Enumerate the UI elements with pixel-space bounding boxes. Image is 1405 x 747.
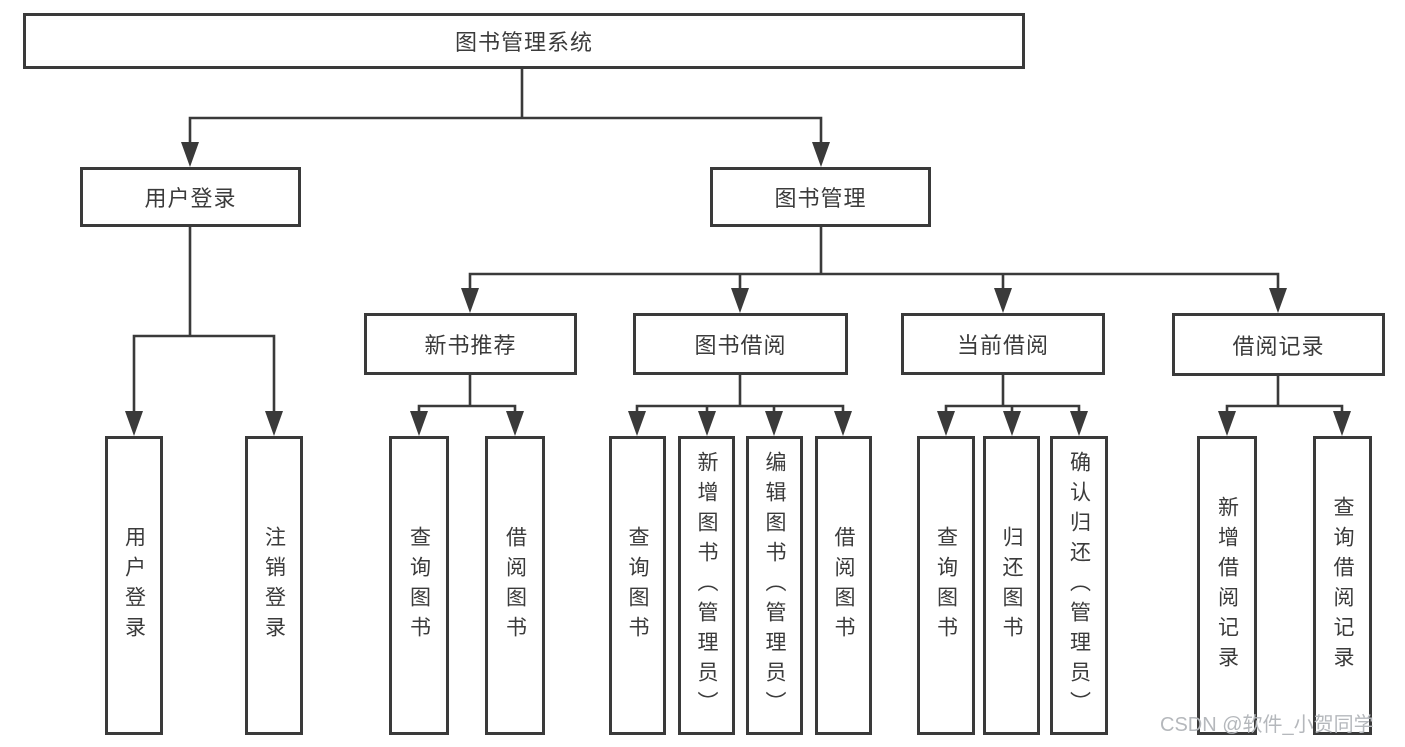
arrow-down-icon: [1070, 411, 1088, 436]
node-new-book-recommend: 新书推荐: [364, 313, 577, 375]
leaf-cb-confirm-return-admin: 确认归还（管理员）: [1050, 436, 1108, 735]
arrow-down-icon: [1333, 411, 1351, 436]
connector-user-login-fan: [132, 225, 276, 416]
leaf-label: 新增图书（管理员）: [695, 450, 718, 721]
node-label: 当前借阅: [956, 333, 1049, 358]
node-book-management-group: 图书管理: [710, 167, 931, 227]
leaf-cb-return-books: 归还图书: [983, 436, 1040, 735]
arrow-down-icon: [1218, 411, 1236, 436]
node-label: 借阅记录: [1232, 333, 1325, 359]
connector-root-fan: [188, 67, 823, 147]
arrow-down-icon: [1269, 288, 1287, 313]
leaf-label: 借阅图书: [503, 525, 527, 646]
node-root-system: 图书管理系统: [23, 13, 1025, 69]
node-label: 图书管理: [774, 186, 867, 211]
leaf-bb-add-books-admin: 新增图书（管理员）: [678, 436, 735, 735]
node-borrow-records: 借阅记录: [1172, 313, 1385, 376]
node-current-borrow: 当前借阅: [901, 313, 1105, 375]
arrow-down-icon: [125, 411, 143, 436]
node-label: 图书借阅: [694, 333, 787, 358]
arrow-down-icon: [937, 411, 955, 436]
arrow-down-icon: [628, 411, 646, 436]
leaf-bb-query-books: 查询图书: [609, 436, 666, 735]
leaf-label: 查询借阅记录: [1331, 495, 1354, 676]
node-label: 新书推荐: [424, 333, 517, 358]
arrow-down-icon: [506, 411, 524, 436]
leaf-label: 归还图书: [1000, 525, 1023, 646]
leaf-label: 确认归还（管理员）: [1067, 450, 1091, 721]
arrow-down-icon: [812, 142, 830, 167]
arrow-down-icon: [410, 411, 428, 436]
arrow-down-icon: [265, 411, 283, 436]
connector-book-borrow-fan: [635, 373, 845, 416]
leaf-bb-borrow-books: 借阅图书: [815, 436, 872, 735]
node-label: 用户登录: [144, 186, 237, 211]
connector-new-book-recommend-fan: [417, 373, 517, 416]
arrow-down-icon: [698, 411, 716, 436]
connector-borrow-records-fan: [1225, 373, 1344, 416]
arrow-down-icon: [461, 288, 479, 313]
arrow-down-icon: [731, 288, 749, 313]
arrow-down-icon: [834, 411, 852, 436]
node-user-login-group: 用户登录: [80, 167, 301, 227]
leaf-label: 借阅图书: [832, 525, 855, 646]
leaf-label: 查询图书: [407, 525, 431, 646]
arrow-down-icon: [181, 142, 199, 167]
connector-current-borrow-fan: [944, 373, 1081, 416]
node-book-borrow: 图书借阅: [633, 313, 848, 375]
leaf-logout: 注销登录: [245, 436, 303, 735]
connector-book-management-fan: [468, 225, 1280, 293]
watermark: CSDN @软件_小贺同学: [1160, 714, 1374, 736]
leaf-br-add-record: 新增借阅记录: [1197, 436, 1257, 735]
arrow-down-icon: [765, 411, 783, 436]
leaf-label: 查询图书: [626, 525, 649, 646]
leaf-nbr-borrow-books: 借阅图书: [485, 436, 545, 735]
node-label: 图书管理系统: [454, 30, 593, 55]
arrowheads: [125, 142, 1351, 436]
leaf-cb-query-books: 查询图书: [917, 436, 975, 735]
leaf-user-login: 用户登录: [105, 436, 163, 735]
arrow-down-icon: [994, 288, 1012, 313]
leaf-label: 注销登录: [262, 525, 286, 646]
leaf-bb-edit-books-admin: 编辑图书（管理员）: [746, 436, 803, 735]
leaf-label: 查询图书: [934, 525, 958, 646]
leaf-br-query-record: 查询借阅记录: [1313, 436, 1372, 735]
leaf-nbr-query-books: 查询图书: [389, 436, 449, 735]
leaf-label: 新增借阅记录: [1215, 495, 1239, 676]
arrow-down-icon: [1003, 411, 1021, 436]
leaf-label: 用户登录: [122, 525, 146, 646]
leaf-label: 编辑图书（管理员）: [763, 450, 786, 721]
